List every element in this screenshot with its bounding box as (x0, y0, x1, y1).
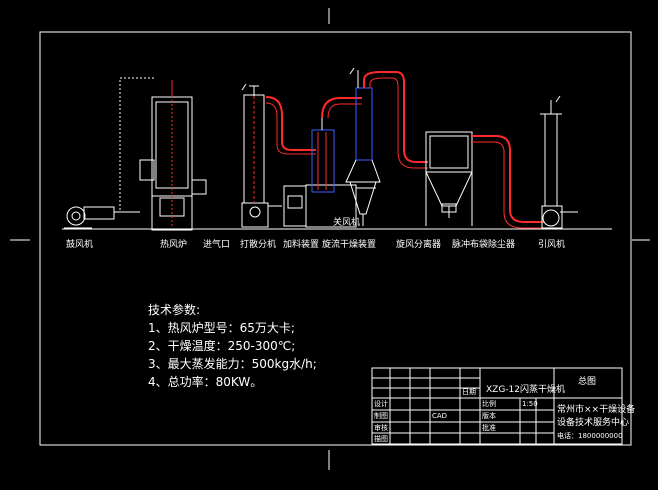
duct-2-inner (327, 103, 362, 119)
cell-text: CAD (432, 412, 447, 420)
air-line (119, 77, 154, 210)
duct-4-inner (472, 141, 544, 229)
label-induced-fan: 引风机 (538, 238, 565, 250)
tech-param-line: 4、总功率：80KW。 (148, 374, 262, 389)
company-line: 常州市××干燥设备 (557, 403, 635, 415)
duct-1 (265, 96, 316, 151)
row-label: 描图 (374, 434, 388, 443)
cell-text: 比例 (482, 399, 496, 408)
equipment-labels: 鼓风机 热风炉 进气口 打散分机 加料装置 旋流干燥装置 旋风分离器 脉冲布袋除… (66, 216, 565, 250)
tech-params: 技术参数: 1、热风炉型号：65万大卡; 2、干燥温度：250-300℃; 3、… (148, 302, 317, 389)
label-air-inlet: 进气口 (203, 238, 230, 250)
label-drying-unit: 旋流干燥装置 (322, 238, 376, 250)
drawing-name: XZG-12闪蒸干燥机 (486, 383, 565, 395)
label-discharge-valve: 关风机 (333, 216, 360, 228)
row-label: 制图 (374, 411, 388, 420)
company-phone: 电话：1800000000 (557, 431, 623, 440)
tech-params-title: 技术参数: (148, 302, 200, 317)
drawing-frame (10, 8, 650, 470)
duct-2 (321, 97, 362, 119)
label-cyclone: 旋风分离器 (396, 238, 441, 250)
label-bag-filter: 脉冲布袋除尘器 (452, 238, 515, 250)
cell-text: 批准 (482, 423, 496, 432)
tech-param-line: 2、干燥温度：250-300℃; (148, 338, 295, 353)
dimension-marks (241, 67, 561, 103)
title-block-text: 设计 制图 审核 描图 比例 1:50 版本 CAD 批准 日期 (374, 388, 538, 443)
cell-text: 1:50 (522, 400, 538, 408)
row-label: 设计 (374, 399, 388, 408)
duct-4 (472, 135, 544, 223)
duct-3-inner (369, 77, 428, 169)
label-feeder: 加料装置 (283, 238, 319, 250)
disperser (241, 85, 282, 228)
cell-text: 版本 (482, 411, 496, 420)
blower (64, 206, 140, 229)
induced-fan (540, 100, 578, 229)
title-block (371, 367, 623, 445)
cyclone (345, 87, 381, 226)
feeder (283, 185, 307, 227)
company-line: 设备技术服务中心 (557, 416, 629, 428)
cell-text: 日期 (462, 388, 476, 396)
label-disperser: 打散分机 (240, 238, 276, 250)
duct-1-inner (265, 102, 316, 155)
row-label: 审核 (374, 423, 388, 432)
tech-param-line: 3、最大蒸发能力：500kg水/h; (148, 356, 317, 371)
tech-param-line: 1、热风炉型号：65万大卡; (148, 321, 295, 335)
drying-unit (305, 116, 357, 228)
label-blower: 鼓风机 (66, 238, 93, 250)
duct-3 (363, 71, 428, 163)
hot-air-furnace (139, 80, 207, 231)
drawing-number: 总图 (578, 375, 596, 387)
label-hot-air-furnace: 热风炉 (160, 238, 187, 250)
bag-filter (425, 131, 473, 226)
